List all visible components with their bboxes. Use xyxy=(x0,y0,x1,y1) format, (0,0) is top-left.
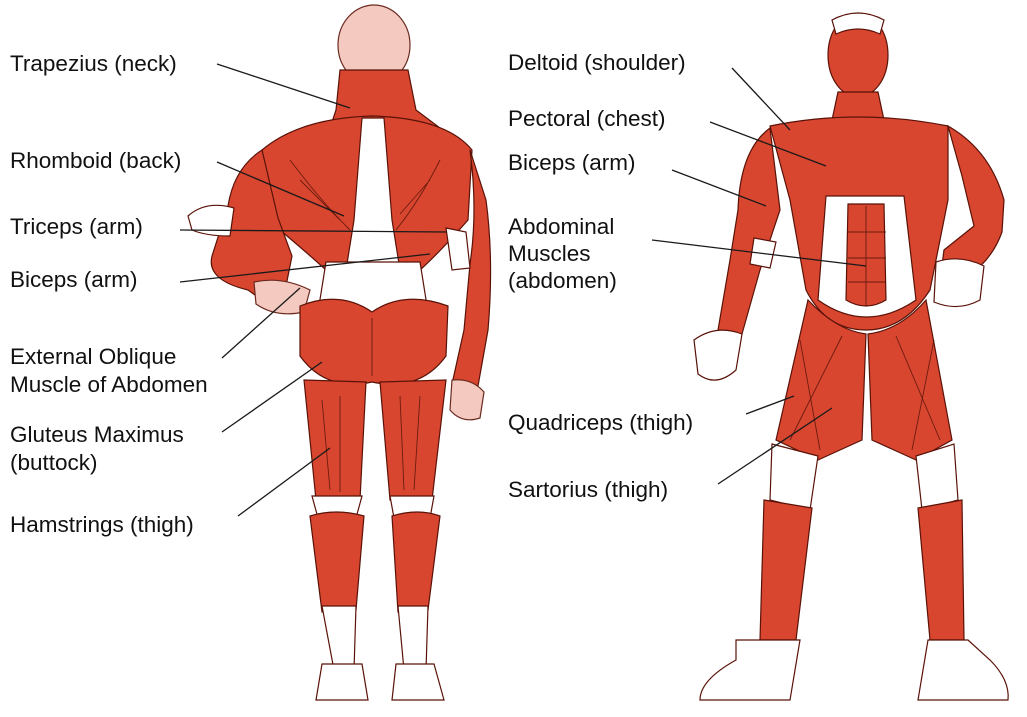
back-gluteus-shape xyxy=(300,299,448,384)
back-right-elbow-shape xyxy=(446,228,470,270)
front-right-shin-shape xyxy=(918,500,964,640)
front-left-knee xyxy=(770,444,818,510)
label-sartorius: Sartorius (thigh) xyxy=(508,477,668,502)
back-right-achilles xyxy=(398,606,428,670)
label-abdominal-line3: (abdomen) xyxy=(508,268,617,293)
label-hamstrings: Hamstrings (thigh) xyxy=(10,512,194,537)
front-right-arm-shape xyxy=(940,126,1004,280)
label-gluteus-line2: (buttock) xyxy=(10,450,98,475)
front-labels: Deltoid (shoulder) Pectoral (chest) Bice… xyxy=(508,50,693,502)
back-left-hamstring-shape xyxy=(304,380,366,500)
back-left-calf-shape xyxy=(310,512,364,612)
front-right-hand xyxy=(934,259,984,307)
label-oblique-line1: External Oblique xyxy=(10,344,176,369)
back-left-elbow-shape xyxy=(188,205,234,236)
front-right-knee xyxy=(916,444,958,510)
back-right-foot xyxy=(392,664,444,700)
label-rhomboid: Rhomboid (back) xyxy=(10,148,181,173)
label-trapezius: Trapezius (neck) xyxy=(10,51,177,76)
front-left-arm-shape xyxy=(718,128,780,334)
label-triceps-back: Triceps (arm) xyxy=(10,214,143,239)
label-deltoid: Deltoid (shoulder) xyxy=(508,50,686,75)
front-left-foot xyxy=(700,640,800,700)
label-abdominal-line2: Muscles xyxy=(508,241,591,266)
front-right-foot xyxy=(918,640,1008,700)
label-quadriceps: Quadriceps (thigh) xyxy=(508,410,693,435)
front-neck-shape xyxy=(832,92,884,120)
back-right-hand xyxy=(450,380,484,420)
back-left-foot xyxy=(316,664,368,700)
label-biceps-back: Biceps (arm) xyxy=(10,267,138,292)
label-oblique-line2: Muscle of Abdomen xyxy=(10,372,208,397)
label-gluteus-line1: Gluteus Maximus xyxy=(10,422,184,447)
leader-deltoid xyxy=(732,68,790,130)
back-right-hamstring-shape xyxy=(380,380,446,500)
label-pectoral: Pectoral (chest) xyxy=(508,106,666,131)
label-biceps-front: Biceps (arm) xyxy=(508,150,636,175)
back-labels: Trapezius (neck) Rhomboid (back) Triceps… xyxy=(10,51,208,537)
back-right-calf-shape xyxy=(392,512,440,612)
back-figure xyxy=(188,5,491,700)
back-left-achilles xyxy=(322,606,356,670)
label-abdominal-line1: Abdominal xyxy=(508,214,614,239)
front-figure xyxy=(694,13,1008,700)
leader-trapezius xyxy=(217,64,350,108)
front-left-hand xyxy=(694,330,742,380)
front-left-shin-shape xyxy=(760,500,812,640)
